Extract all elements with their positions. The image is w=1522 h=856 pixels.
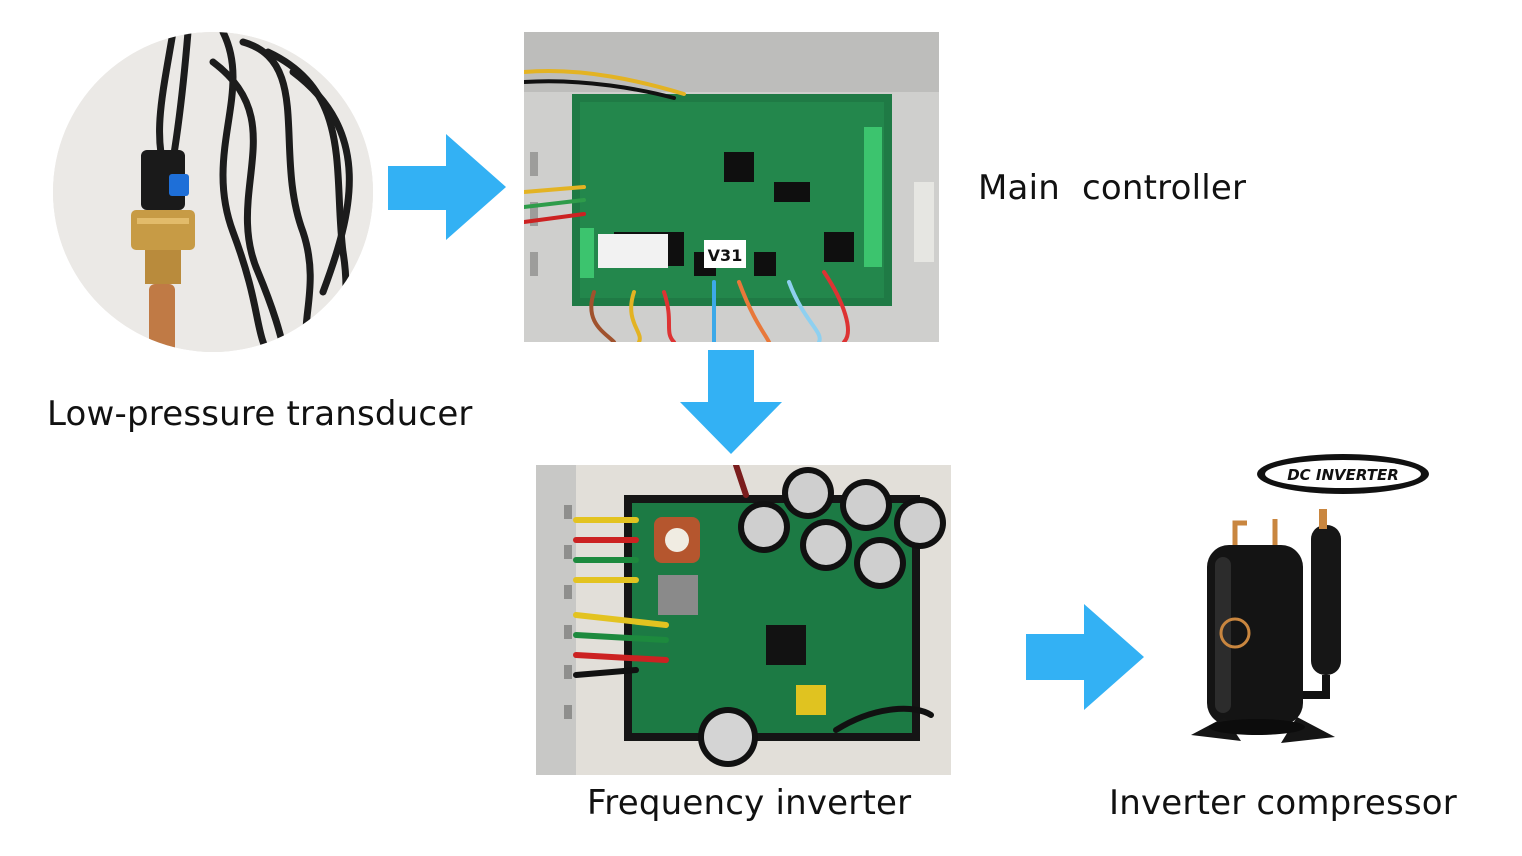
compressor-label: Inverter compressor — [1109, 783, 1457, 823]
transducer-label: Low-pressure transducer — [47, 394, 473, 434]
arrow-down-icon — [680, 350, 782, 454]
controller-label: Main controller — [978, 168, 1247, 208]
arrow-right-icon — [1026, 604, 1144, 710]
arrow-right-icon — [388, 134, 506, 240]
frequency-inverter-photo — [536, 465, 951, 775]
transducer-photo — [53, 32, 373, 352]
inverter-label: Frequency inverter — [587, 783, 912, 823]
main-controller-photo: V31 — [524, 32, 939, 342]
compressor-photo — [1191, 509, 1341, 743]
dc-inverter-logo: DC INVERTER — [1257, 454, 1429, 494]
dc-inverter-logo-text: DC INVERTER — [1287, 466, 1399, 484]
board-marker: V31 — [708, 246, 743, 265]
